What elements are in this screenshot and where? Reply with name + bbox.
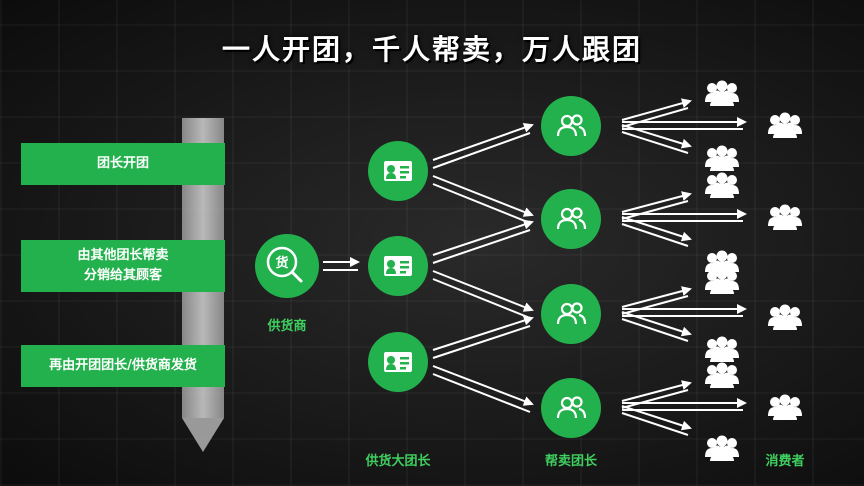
contact-card-icon bbox=[384, 352, 412, 372]
supplier-label: 供货商 bbox=[266, 318, 306, 334]
big-leader-node bbox=[368, 141, 428, 201]
step-label: 由其他团长帮卖 分销给其顾客 bbox=[77, 248, 169, 283]
step-label: 团长开团 bbox=[96, 156, 149, 171]
reseller-node bbox=[541, 189, 601, 249]
step-label: 再由开团团长/供货商发货 bbox=[49, 358, 197, 373]
arrow-supplier-to-leader bbox=[323, 257, 360, 271]
supplier-icon-char: 货 bbox=[275, 255, 288, 271]
reseller-node bbox=[541, 378, 601, 438]
big-leader-node bbox=[368, 236, 428, 296]
arrows-resellers-to-consumers bbox=[621, 98, 747, 436]
step-resell: 由其他团长帮卖 分销给其顾客 bbox=[21, 240, 225, 292]
two-people-icon bbox=[556, 302, 587, 325]
reseller-node bbox=[541, 284, 601, 344]
step-ship: 再由开团团长/供货商发货 bbox=[21, 345, 225, 387]
page-title: 一人开团，千人帮卖，万人跟团 bbox=[221, 33, 642, 66]
big-leader-node bbox=[368, 332, 428, 392]
two-people-icon bbox=[556, 114, 587, 137]
arrows-leaders-to-resellers bbox=[432, 122, 534, 413]
contact-card-icon bbox=[384, 161, 412, 181]
reseller-node bbox=[541, 96, 601, 156]
two-people-icon bbox=[556, 207, 587, 230]
step-open-group: 团长开团 bbox=[21, 143, 225, 185]
contact-card-icon bbox=[384, 256, 412, 276]
search-goods-icon: 货 bbox=[266, 246, 303, 283]
flow-strip-arrow bbox=[182, 418, 224, 452]
big-leaders-label: 供货大团长 bbox=[364, 453, 431, 469]
supplier-node: 货 bbox=[255, 234, 319, 298]
two-people-icon bbox=[556, 396, 587, 419]
resellers-label: 帮卖团长 bbox=[545, 453, 598, 469]
consumers-label: 消费者 bbox=[765, 453, 804, 469]
